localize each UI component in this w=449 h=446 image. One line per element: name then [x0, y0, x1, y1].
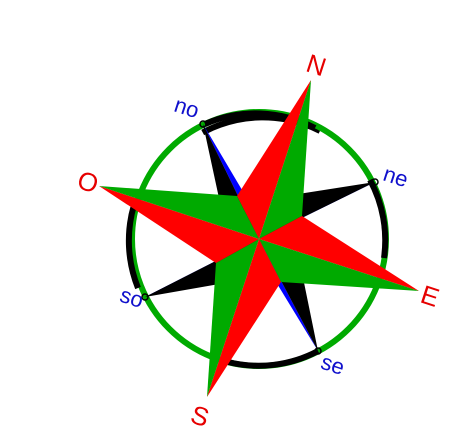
cardinal-points	[99, 80, 419, 397]
label-south: S	[187, 399, 213, 433]
label-east: E	[417, 279, 443, 313]
ring-arc-bottom-black	[228, 351, 318, 366]
label-northwest: no	[171, 92, 202, 123]
label-north: N	[303, 48, 330, 82]
label-northeast: ne	[380, 161, 411, 192]
label-west: O	[74, 165, 103, 200]
ring-arc-right-black	[370, 180, 385, 258]
label-southeast: se	[318, 349, 348, 380]
